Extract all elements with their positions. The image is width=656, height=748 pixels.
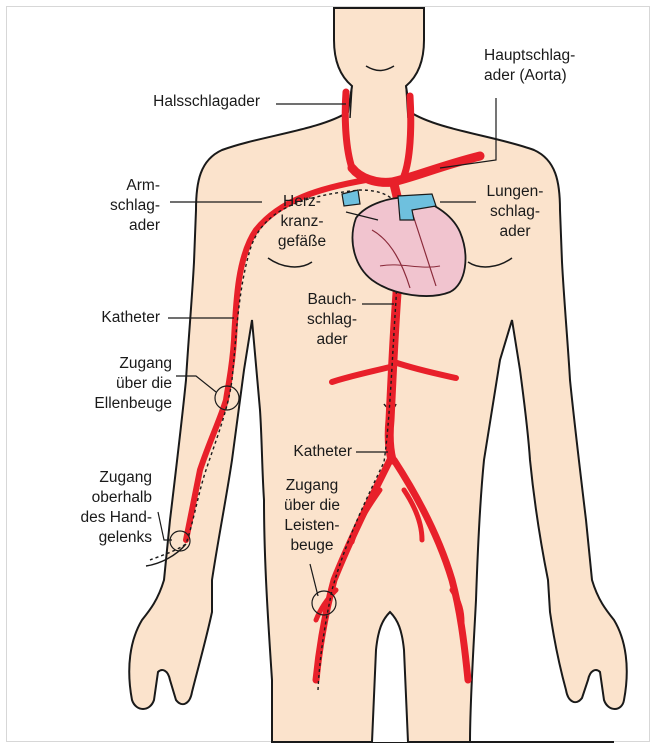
body-silhouette [129, 8, 627, 742]
label-armschlagader: Arm- schlag- ader [70, 176, 160, 236]
label-zugang-ellenbeuge: Zugang über die Ellenbeuge [60, 354, 172, 414]
label-katheter-arm: Katheter [60, 308, 160, 328]
label-aorta: Hauptschlag- ader (Aorta) [484, 46, 614, 86]
label-halsschlagader: Halsschlagader [120, 92, 260, 112]
label-herzkranzgefaesse: Herz- kranz- gefäße [262, 192, 342, 252]
label-lungenschlagader: Lungen- schlag- ader [470, 182, 560, 242]
label-bauchschlagader: Bauch- schlag- ader [292, 290, 372, 350]
label-zugang-handgelenk: Zugang oberhalb des Hand- gelenks [60, 468, 152, 548]
label-zugang-leiste: Zugang über die Leisten- beuge [272, 476, 352, 556]
label-katheter-leg: Katheter [270, 442, 352, 462]
